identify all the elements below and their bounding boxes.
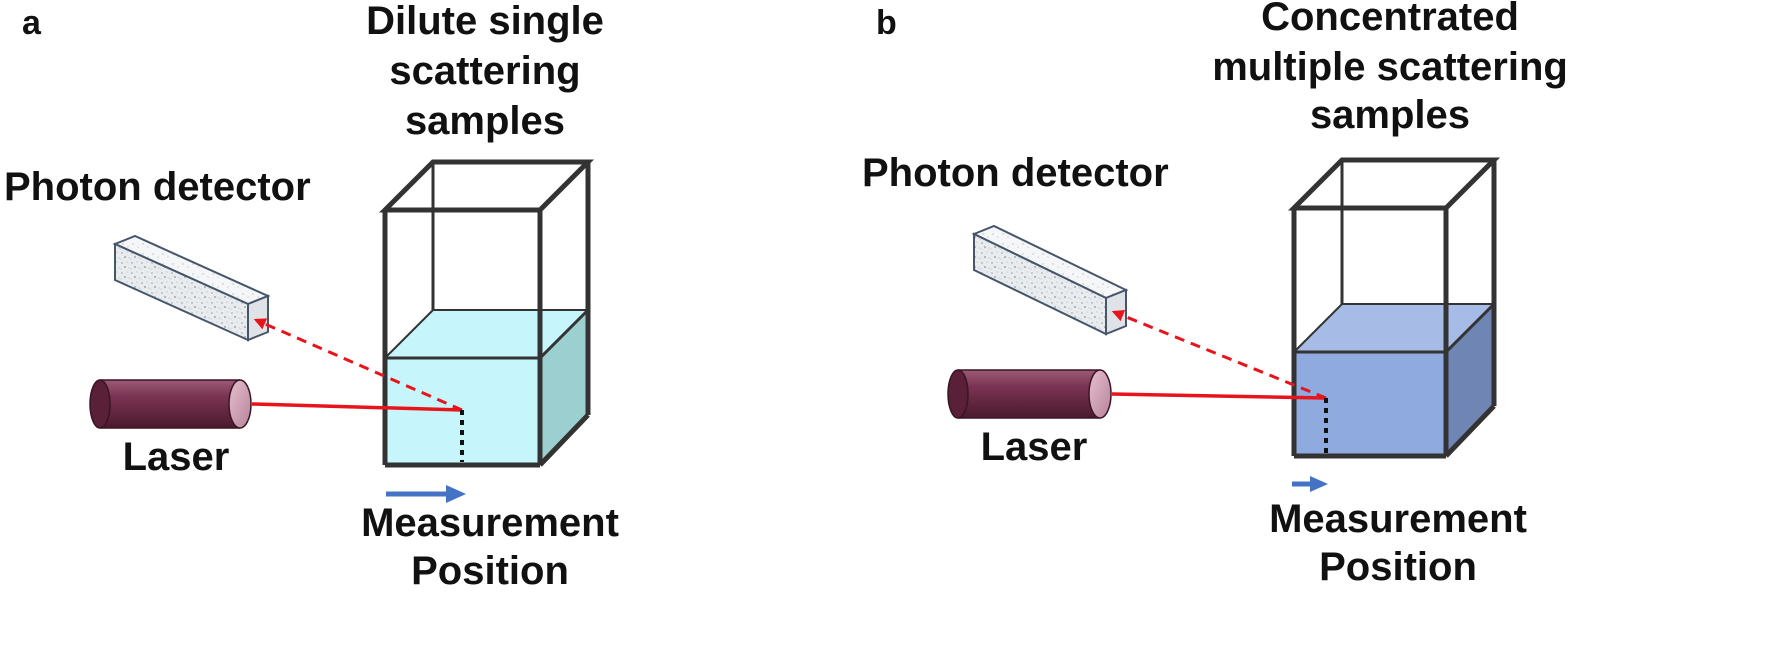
sample-cuvette bbox=[378, 159, 595, 468]
position-arrow bbox=[1292, 476, 1328, 492]
panel-a: a Dilute single scattering samples Photo… bbox=[4, 0, 619, 593]
measurement-label-line-2: Position bbox=[411, 549, 569, 593]
sample-title-line-2: multiple scattering bbox=[1212, 45, 1568, 89]
sample-title-line-1: Dilute single bbox=[366, 0, 604, 43]
laser bbox=[947, 369, 1112, 419]
panel-b: b Concentrated multiple scattering sampl… bbox=[862, 0, 1568, 589]
scattered-beam bbox=[253, 318, 463, 412]
photon-detector bbox=[112, 234, 271, 342]
photon-detector-label: Photon detector bbox=[862, 151, 1169, 195]
sample-title-line-3: samples bbox=[405, 99, 565, 143]
photon-detector bbox=[971, 224, 1129, 336]
measurement-label-line-1: Measurement bbox=[1269, 497, 1527, 541]
photon-detector-label: Photon detector bbox=[4, 165, 311, 209]
sample-title-line-1: Concentrated bbox=[1261, 0, 1519, 39]
sample-title-line-2: scattering bbox=[389, 49, 580, 93]
sample-cuvette bbox=[1287, 157, 1501, 459]
laser-beam bbox=[251, 402, 463, 412]
sample-liquid-front bbox=[1294, 352, 1446, 456]
panel-letter: b bbox=[876, 4, 897, 42]
panel-letter: a bbox=[22, 4, 42, 42]
measurement-label-line-2: Position bbox=[1319, 545, 1477, 589]
laser-label: Laser bbox=[123, 435, 230, 479]
scattered-beam bbox=[1111, 310, 1327, 400]
laser-beam bbox=[1111, 392, 1327, 400]
position-arrow bbox=[386, 485, 466, 503]
sample-liquid-top bbox=[385, 310, 588, 358]
measurement-label-line-1: Measurement bbox=[361, 501, 619, 545]
laser bbox=[89, 379, 252, 429]
laser-label: Laser bbox=[981, 425, 1088, 469]
sample-title-line-3: samples bbox=[1310, 93, 1470, 137]
